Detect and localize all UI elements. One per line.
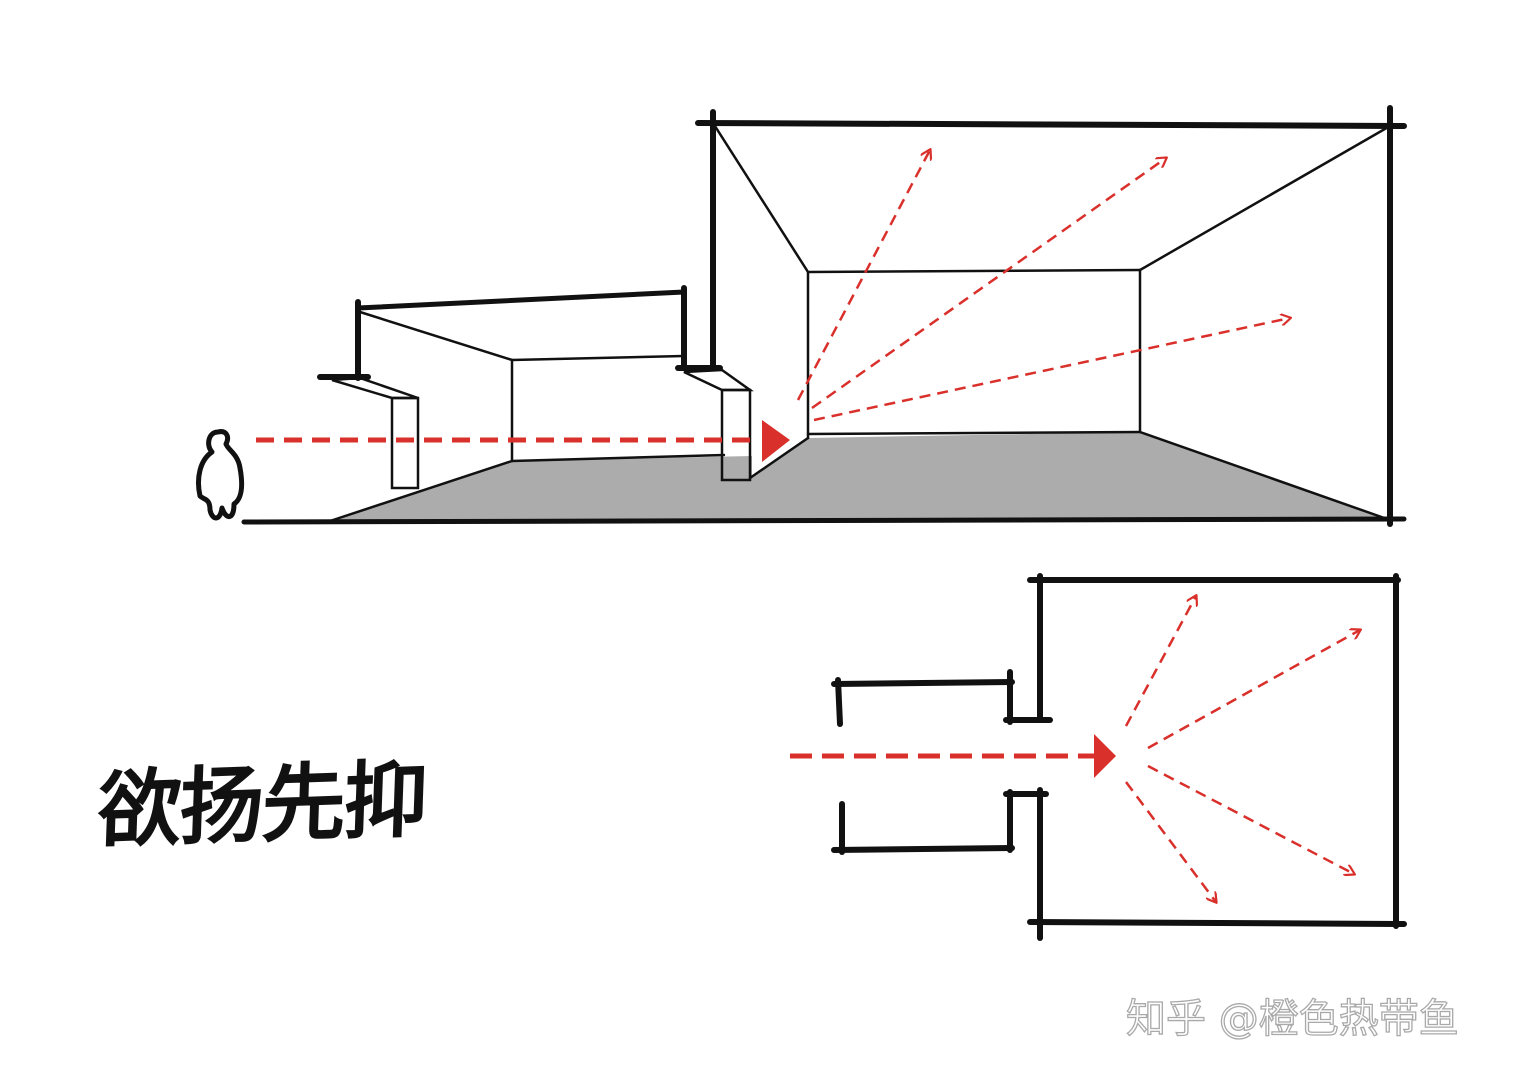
- plan-view: [831, 573, 1407, 941]
- low-passage: [317, 285, 810, 523]
- ground-line: [241, 516, 1407, 525]
- section-perspective-view: [196, 105, 1407, 527]
- plan-rays: [790, 596, 1360, 902]
- person-icon: [196, 429, 245, 521]
- grand-room: [695, 105, 1407, 527]
- floor-shading: [330, 432, 1390, 521]
- sightline-arrowhead: [762, 420, 790, 462]
- view-rays: [796, 150, 1290, 422]
- diagram-title: 欲扬先抑: [96, 750, 428, 860]
- watermark: 知乎 @橙色热带鱼: [1125, 995, 1459, 1042]
- plan-entry-arrowhead: [1094, 734, 1116, 778]
